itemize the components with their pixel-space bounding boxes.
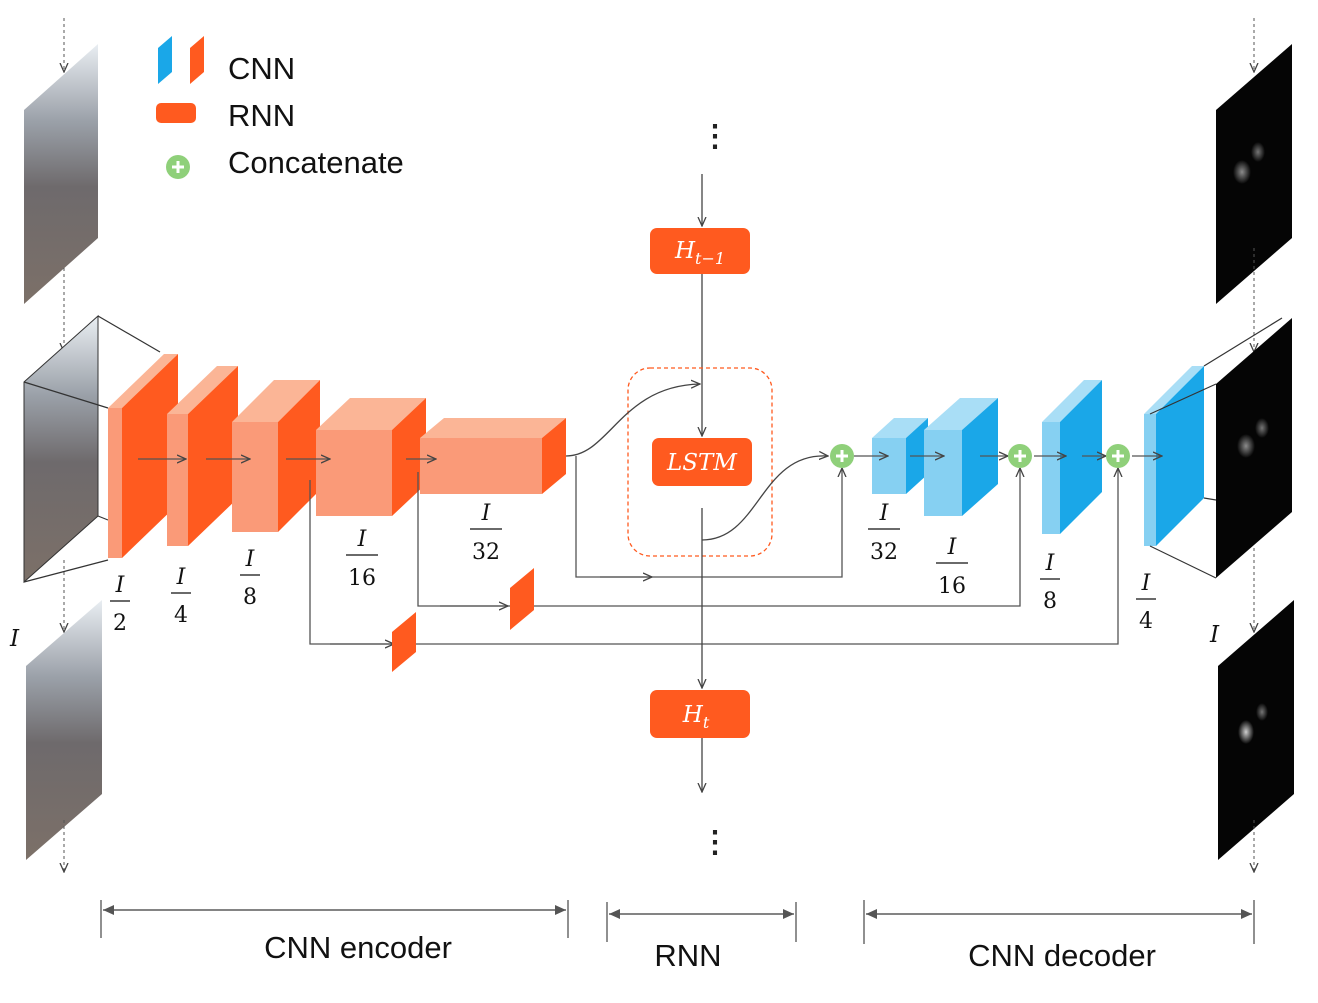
encoder-block-1 xyxy=(108,354,178,558)
legend-rnn-swatch xyxy=(156,103,196,123)
input-frames: I xyxy=(9,18,161,872)
svg-text:16: 16 xyxy=(938,574,966,599)
scale-label-e3: I 8 xyxy=(240,547,260,610)
scale-label-e5: I 32 xyxy=(470,501,502,565)
decoder-block-4 xyxy=(1144,366,1204,546)
input-frame-1 xyxy=(24,44,98,304)
svg-text:4: 4 xyxy=(174,603,188,628)
svg-text:Ht: Ht xyxy=(682,702,710,732)
output-maps: I xyxy=(1149,18,1294,872)
decoder-block-3 xyxy=(1042,380,1102,534)
decoder-block-2 xyxy=(924,398,998,516)
bracket-decoder xyxy=(863,900,1255,944)
encoder-block-2 xyxy=(167,366,238,546)
svg-text:8: 8 xyxy=(1043,589,1057,614)
section-label-encoder: CNN encoder xyxy=(264,930,452,965)
input-frame-3 xyxy=(26,600,102,860)
scale-label-e2: I 4 xyxy=(171,565,191,628)
legend-cnn-orange-swatch xyxy=(190,36,204,84)
encoder-block-5 xyxy=(420,418,566,494)
svg-text:I: I xyxy=(176,565,187,590)
svg-text:I: I xyxy=(947,535,958,560)
section-label-decoder: CNN decoder xyxy=(968,938,1156,973)
h-current-subscript: t xyxy=(703,713,710,732)
output-map-1 xyxy=(1216,44,1292,304)
lstm-label: LSTM xyxy=(666,450,738,476)
bracket-rnn xyxy=(606,902,797,942)
concat-node-2 xyxy=(1008,444,1032,468)
svg-text:2: 2 xyxy=(113,611,127,636)
svg-text:I: I xyxy=(357,527,368,552)
skip-conv-2 xyxy=(392,612,416,672)
svg-text:4: 4 xyxy=(1139,609,1153,634)
rnn-section: ⋮ Ht−1 LSTM Ht ⋮ xyxy=(565,119,828,860)
encoder-blocks xyxy=(108,354,566,558)
ellipsis-top: ⋮ xyxy=(700,119,730,154)
svg-text:I: I xyxy=(1141,571,1152,596)
legend-concat-label: Concatenate xyxy=(228,145,404,180)
decoder-blocks xyxy=(830,366,1204,546)
ellipsis-bottom: ⋮ xyxy=(700,825,730,860)
input-label: I xyxy=(9,626,20,652)
scale-label-d2: I 16 xyxy=(936,535,968,599)
encoder-block-3 xyxy=(232,380,320,532)
lstm-node: LSTM xyxy=(652,438,752,486)
svg-text:I: I xyxy=(879,501,890,526)
svg-text:16: 16 xyxy=(348,566,376,591)
scale-label-e4: I 16 xyxy=(346,527,378,591)
decoder-scale-labels: I 32 I 16 I 8 I 4 xyxy=(868,501,1156,634)
svg-text:Ht−1: Ht−1 xyxy=(674,238,725,268)
scale-label-e1: I 2 xyxy=(110,573,130,636)
h-current-base: H xyxy=(682,702,704,728)
concat-node-1 xyxy=(830,444,854,468)
skip-conv-1 xyxy=(510,568,534,630)
lstm-dashed-box xyxy=(627,367,773,557)
legend-cnn-label: CNN xyxy=(228,51,295,86)
input-frame-2 xyxy=(23,314,99,584)
svg-text:I: I xyxy=(115,573,126,598)
skip-connections xyxy=(309,456,1118,644)
h-prev-base: H xyxy=(674,238,696,264)
scale-label-d3: I 8 xyxy=(1040,551,1060,614)
svg-text:I: I xyxy=(245,547,256,572)
scale-label-d1: I 32 xyxy=(868,501,900,565)
encoder-scale-labels: I 2 I 4 I 8 I 16 I 32 xyxy=(110,501,502,636)
svg-text:I: I xyxy=(1045,551,1056,576)
h-prev-subscript: t−1 xyxy=(695,249,725,268)
section-label-rnn: RNN xyxy=(654,938,721,973)
output-label: I xyxy=(1209,622,1220,648)
legend-rnn-label: RNN xyxy=(228,98,295,133)
encoder-block-4 xyxy=(316,398,426,516)
section-brackets: CNN encoder RNN CNN decoder xyxy=(100,900,1255,973)
concat-node-3 xyxy=(1106,444,1130,468)
h-prev-node: Ht−1 xyxy=(650,228,750,274)
legend-concat-icon xyxy=(166,155,190,179)
svg-text:32: 32 xyxy=(870,540,898,565)
svg-text:32: 32 xyxy=(472,540,500,565)
bracket-encoder xyxy=(100,900,569,938)
svg-text:I: I xyxy=(481,501,492,526)
h-current-node: Ht xyxy=(650,690,750,738)
output-map-3 xyxy=(1218,600,1294,860)
svg-text:8: 8 xyxy=(243,585,257,610)
legend-cnn-blue-swatch xyxy=(158,36,172,84)
scale-label-d4: I 4 xyxy=(1136,571,1156,634)
legend: CNN RNN Concatenate xyxy=(156,36,404,180)
